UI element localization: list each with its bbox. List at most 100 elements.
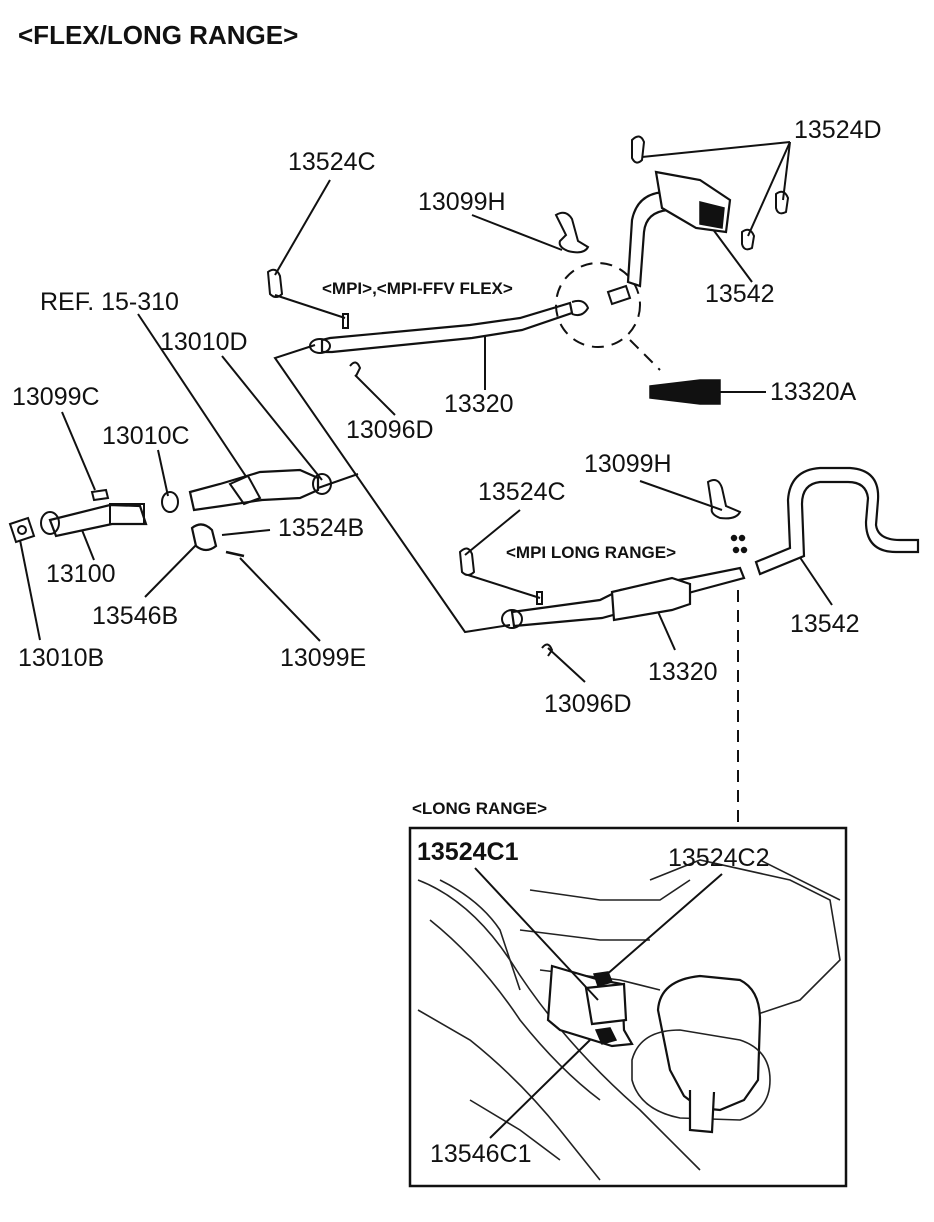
callout-13099c: 13099C xyxy=(12,383,100,411)
flange-13010d-upper xyxy=(309,338,331,354)
leader-13542-top xyxy=(711,227,753,283)
callout-13010d: 13010D xyxy=(160,328,248,356)
hanger-13524c-lower xyxy=(458,547,476,576)
callout-13100: 13100 xyxy=(46,560,116,588)
callout-13096d-lower: 13096D xyxy=(544,690,632,718)
hanger-13524c-upper xyxy=(266,268,284,298)
muffler-tip-shadow-top xyxy=(699,201,725,229)
leader-13524d-a xyxy=(641,141,791,158)
inset-body-line-8 xyxy=(469,1099,561,1161)
leader-13010c xyxy=(157,449,169,497)
joint-clamp-upper xyxy=(606,284,632,306)
leader-13010d xyxy=(221,355,323,481)
clamp-13099h-top xyxy=(554,211,590,254)
align-dot-3 xyxy=(732,546,740,554)
variant-label-mpi-long-range: <MPI LONG RANGE> xyxy=(506,543,677,562)
leader-13524c-lower xyxy=(464,509,521,556)
callout-13524c-top: 13524C xyxy=(288,148,376,176)
resonator-13320-lower xyxy=(610,576,692,622)
clip-13096d-lower xyxy=(541,643,554,657)
catalyst-heatshield xyxy=(228,474,262,506)
inset-tailpipe-ring xyxy=(631,1029,771,1121)
hanger-bracket-lower xyxy=(536,591,543,605)
leader-13546b xyxy=(144,542,199,598)
callout-13524c2: 13524C2 xyxy=(668,844,770,872)
callout-13320-top: 13320 xyxy=(444,390,514,418)
joint-circle-upper xyxy=(555,262,641,348)
flange-13010d-lower-front xyxy=(312,473,332,495)
variant-label-long-range: <LONG RANGE> xyxy=(412,799,548,818)
connector-13010d-lower xyxy=(317,473,359,489)
connector-13010d-bracket xyxy=(273,344,511,634)
inset-body-line-3 xyxy=(439,879,521,991)
inset-body-line-6 xyxy=(519,929,650,941)
callout-13010c: 13010C xyxy=(102,422,190,450)
leader-lines xyxy=(19,141,833,683)
hanger-link-lower xyxy=(467,574,541,599)
catalyst-ref-15-310 xyxy=(188,468,320,512)
clamp-13546b xyxy=(190,523,218,552)
front-assembly xyxy=(8,468,332,558)
lower-assembly xyxy=(458,466,920,828)
flange-front-pipe xyxy=(40,511,60,535)
leader-13096d-lower xyxy=(547,647,586,683)
align-dot-4 xyxy=(740,546,748,554)
callout-13524b: 13524B xyxy=(278,514,365,542)
leader-13099c xyxy=(61,411,96,491)
callout-13320-lower: 13320 xyxy=(648,658,718,686)
leader-13542-lower xyxy=(794,549,833,606)
callout-13096d-top: 13096D xyxy=(346,416,434,444)
leader-13524c2 xyxy=(604,873,723,977)
leader-13524b xyxy=(221,529,271,536)
leader-13010b xyxy=(19,539,41,641)
inset-body-line-2 xyxy=(429,919,601,1101)
callout-13524d: 13524D xyxy=(794,116,882,144)
inset-tailpipe xyxy=(656,974,762,1112)
long-range-inset xyxy=(408,826,848,1188)
align-dot-2 xyxy=(738,534,746,542)
gasket-13010c xyxy=(161,491,179,513)
leader-13099e xyxy=(239,557,321,642)
clamp-13099h-lower xyxy=(706,479,742,520)
inset-frame xyxy=(408,826,848,1188)
callout-13542-lower: 13542 xyxy=(790,610,860,638)
leader-13099h-lower xyxy=(639,480,723,511)
inset-crossmember-2 xyxy=(759,859,841,901)
gasket-13010b xyxy=(8,516,36,544)
inset-body-line-1 xyxy=(417,879,701,1171)
callout-13320a: 13320A xyxy=(770,378,857,406)
inset-body-line-5 xyxy=(529,879,691,901)
bolt-13099c xyxy=(90,488,110,502)
inset-hanger-13524c2 xyxy=(593,971,614,987)
hanger-13524d-c xyxy=(741,228,756,251)
front-pipe-joint xyxy=(109,503,145,525)
callout-13099e: 13099E xyxy=(280,644,367,672)
hanger-13524d-b xyxy=(775,190,790,215)
leader-13524c1 xyxy=(474,867,599,1001)
leader-13096d-top xyxy=(354,374,396,416)
leader-13546c1 xyxy=(489,1039,591,1139)
joint-pipe-end-upper xyxy=(571,299,590,317)
hanger-link-top xyxy=(274,294,346,319)
callout-13546c1: 13546C1 xyxy=(430,1140,532,1168)
callout-13010b: 13010B xyxy=(18,644,105,672)
callout-13524c1: 13524C1 xyxy=(417,838,519,866)
callout-13546b: 13546B xyxy=(92,602,179,630)
leader-ref-15-310 xyxy=(137,313,256,491)
align-dot-1 xyxy=(730,534,738,542)
callout-13524c-lower: 13524C xyxy=(478,478,566,506)
joint-to-sealant-line xyxy=(629,339,661,371)
bolt-13099e xyxy=(225,550,245,558)
tailpipe-13542-lower xyxy=(754,466,920,576)
inset-hanger-13524c1 xyxy=(584,982,628,1026)
hanger-13524d-a xyxy=(631,135,646,164)
leader-13524c-top xyxy=(274,179,331,276)
clip-13096d-upper xyxy=(349,361,362,377)
upper-assembly xyxy=(266,135,790,405)
leader-13524d-b xyxy=(747,141,791,237)
front-pipe-13100 xyxy=(48,503,148,538)
inset-body-line-4 xyxy=(417,1009,601,1181)
pipe-13320-upper xyxy=(320,301,574,354)
hanger-bracket-upper xyxy=(342,313,349,329)
